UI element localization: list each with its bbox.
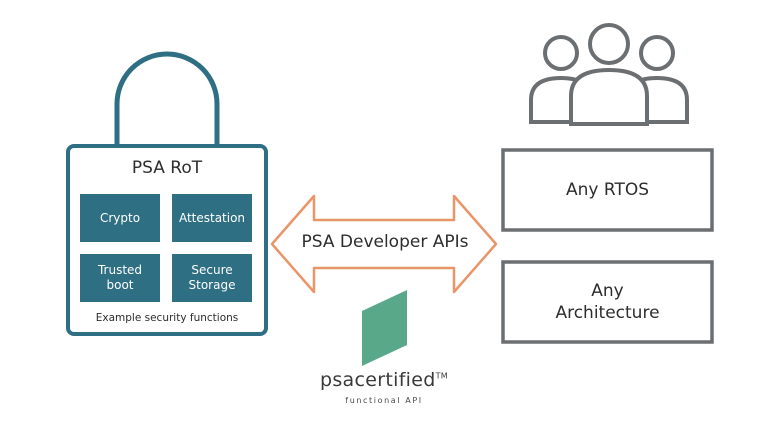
logo-subtitle: functional API <box>345 396 423 405</box>
tile-line: Trusted <box>97 263 143 277</box>
box-line: Any <box>591 281 624 301</box>
function-tile-trusted-boot: Trusted boot <box>80 254 160 302</box>
psa-certified-wordmark: psacertifiedTM <box>313 369 455 391</box>
function-tile-crypto: Crypto <box>80 194 160 242</box>
brand-part-psa: psa <box>320 369 355 391</box>
trademark: TM <box>435 371 448 381</box>
lock-shackle <box>114 51 220 146</box>
function-tile-secure-storage: Secure Storage <box>172 254 252 302</box>
rtos-label: Any RTOS <box>503 179 712 201</box>
architecture-label: Any Architecture <box>503 280 712 324</box>
rtos-box <box>501 148 714 232</box>
lock-caption: Example security functions <box>95 312 239 324</box>
tile-line: Crypto <box>99 210 141 225</box>
box-line: Any RTOS <box>566 180 649 200</box>
tile-line: Secure <box>191 263 233 277</box>
box-line: Architecture <box>555 303 660 323</box>
tile-line: Storage <box>188 278 236 292</box>
brand-part-certified: certified <box>354 369 436 391</box>
tile-line: Attestation <box>178 210 246 225</box>
function-tile-attestation: Attestation <box>172 194 252 242</box>
double-arrow-shape <box>270 194 498 294</box>
architecture-box <box>501 260 714 344</box>
psa-certified-logo-mark <box>362 290 407 366</box>
tile-line: boot <box>106 278 134 292</box>
lock-title: PSA RoT <box>131 158 203 178</box>
users-group-icon <box>529 23 689 126</box>
arrow-label: PSA Developer APIs <box>301 232 469 252</box>
